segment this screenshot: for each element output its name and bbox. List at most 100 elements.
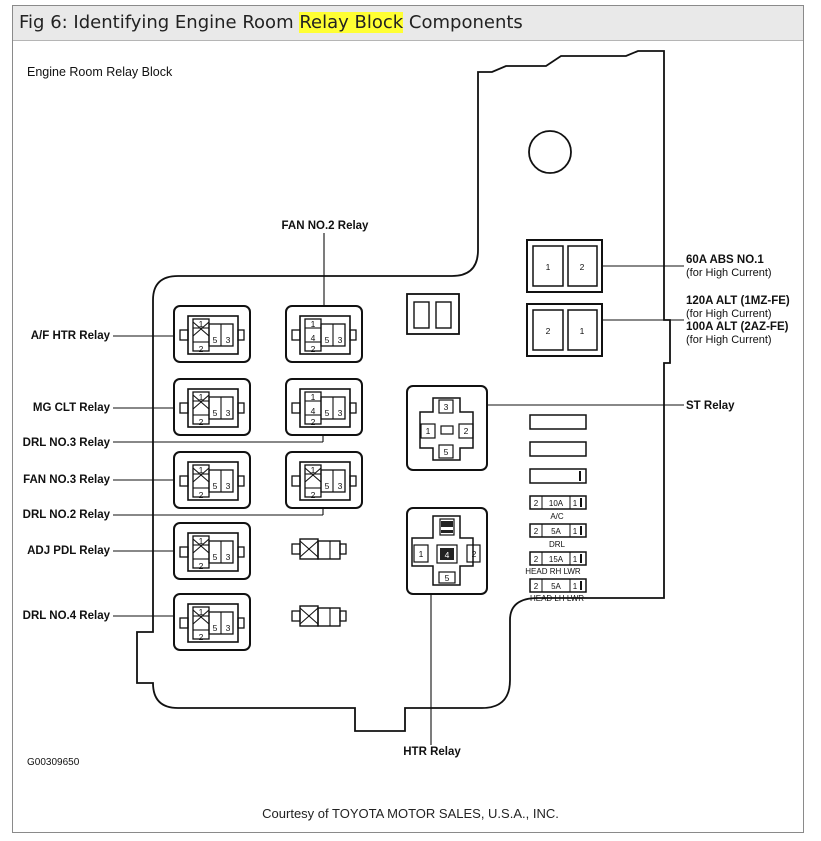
fuse-a-c: 2 10A 1 A/C	[529, 495, 587, 521]
svg-text:2: 2	[199, 344, 204, 354]
svg-text:1: 1	[311, 319, 316, 329]
svg-text:1: 1	[573, 555, 578, 564]
label-adj-pdl-relay: ADJ PDL Relay	[27, 545, 110, 557]
label-alt-1mz: 120A ALT (1MZ-FE)	[686, 295, 790, 307]
st-relay: 3 1 2 5	[406, 385, 488, 471]
relay-x-marks	[192, 321, 322, 625]
svg-text:5: 5	[325, 408, 330, 418]
label-abs-no1: 60A ABS NO.1	[686, 254, 764, 266]
relay-socket-empty-2	[291, 605, 347, 627]
svg-text:3: 3	[226, 335, 231, 345]
label-alt-1mz-sub: (for High Current)	[686, 308, 772, 320]
fan-no2-relay	[285, 305, 363, 363]
svg-text:1: 1	[580, 326, 585, 336]
svg-text:4: 4	[311, 333, 316, 343]
svg-text:5A: 5A	[551, 582, 561, 591]
label-af-htr-relay: A/F HTR Relay	[31, 330, 111, 342]
figure-frame: Fig 6: Identifying Engine Room Relay Blo…	[12, 5, 804, 833]
svg-text:3: 3	[226, 481, 231, 491]
af-htr-relay	[173, 305, 251, 363]
svg-text:1: 1	[199, 607, 204, 617]
svg-text:5: 5	[444, 447, 449, 457]
svg-text:5: 5	[213, 552, 218, 562]
svg-text:A/C: A/C	[550, 512, 564, 521]
figure-title: Fig 6: Identifying Engine Room Relay Blo…	[19, 12, 523, 33]
mounting-hole	[528, 130, 572, 174]
fuse-drl: 2 5A 1 DRL	[529, 523, 587, 549]
svg-text:2: 2	[580, 262, 585, 272]
svg-text:3: 3	[338, 408, 343, 418]
svg-text:1: 1	[311, 392, 316, 402]
relay-block-housing	[136, 50, 671, 732]
svg-text:3: 3	[226, 552, 231, 562]
svg-text:DRL: DRL	[549, 540, 566, 549]
alt-fusible-link: 2 1	[526, 303, 603, 357]
svg-text:3: 3	[226, 408, 231, 418]
svg-text:5: 5	[213, 408, 218, 418]
label-drl-no2-relay: DRL NO.2 Relay	[23, 509, 111, 521]
svg-text:2: 2	[534, 527, 539, 536]
svg-text:15A: 15A	[549, 555, 564, 564]
adj-pdl-relay	[173, 522, 251, 580]
svg-text:5: 5	[325, 335, 330, 345]
svg-text:2: 2	[311, 417, 316, 427]
svg-text:1: 1	[199, 536, 204, 546]
title-bar: Fig 6: Identifying Engine Room Relay Blo…	[13, 6, 803, 41]
svg-text:2: 2	[199, 632, 204, 642]
svg-text:1: 1	[199, 319, 204, 329]
credit-line: Courtesy of TOYOTA MOTOR SALES, U.S.A., …	[262, 806, 559, 821]
drl-no2-relay	[285, 451, 363, 509]
svg-text:2: 2	[311, 344, 316, 354]
label-mg-clt-relay: MG CLT Relay	[33, 402, 111, 414]
drl-no4-relay	[173, 593, 251, 651]
svg-text:3: 3	[226, 623, 231, 633]
fuse-head-rh-lwr: 2 15A 1 HEAD RH LWR	[525, 551, 587, 576]
svg-text:1: 1	[546, 262, 551, 272]
svg-text:2: 2	[546, 326, 551, 336]
label-abs-no1-sub: (for High Current)	[686, 267, 772, 279]
fuse-head-lh-lwr: 2 5A 1 HEAD LH LWR	[529, 578, 587, 603]
label-alt-2az-sub: (for High Current)	[686, 334, 772, 346]
label-fan-no3-relay: FAN NO.3 Relay	[23, 474, 111, 486]
svg-text:5: 5	[325, 481, 330, 491]
svg-text:HEAD RH LWR: HEAD RH LWR	[525, 567, 581, 576]
svg-text:2: 2	[199, 417, 204, 427]
svg-text:4: 4	[311, 406, 316, 416]
svg-text:HEAD LH LWR: HEAD LH LWR	[530, 594, 584, 603]
svg-text:2: 2	[472, 549, 477, 559]
abs-fusible-link: 1 2	[526, 239, 603, 293]
svg-text:5: 5	[213, 623, 218, 633]
label-drl-no3-relay: DRL NO.3 Relay	[23, 437, 111, 449]
svg-text:2: 2	[311, 490, 316, 500]
svg-text:5: 5	[213, 481, 218, 491]
fan-no3-relay	[173, 451, 251, 509]
svg-text:2: 2	[199, 561, 204, 571]
svg-text:1: 1	[573, 527, 578, 536]
label-drl-no4-relay: DRL NO.4 Relay	[23, 610, 111, 622]
svg-text:3: 3	[338, 481, 343, 491]
title-prefix: Fig 6: Identifying Engine Room	[19, 12, 300, 33]
svg-text:2: 2	[534, 499, 539, 508]
diagram-title: Engine Room Relay Block	[27, 65, 173, 79]
svg-text:10A: 10A	[549, 499, 564, 508]
svg-text:2: 2	[464, 426, 469, 436]
svg-text:5: 5	[213, 335, 218, 345]
label-alt-2az: 100A ALT (2AZ-FE)	[686, 321, 789, 333]
drl-no3-relay	[285, 378, 363, 436]
title-highlight: Relay Block	[299, 12, 404, 33]
figure-code: G00309650	[27, 757, 80, 768]
leader-lines	[113, 233, 684, 745]
spare-slot	[406, 293, 460, 335]
htr-relay: 1 4 2 5	[406, 507, 488, 595]
svg-text:5: 5	[445, 573, 450, 583]
svg-text:2: 2	[534, 582, 539, 591]
mg-clt-relay	[173, 378, 251, 436]
label-fan-no2-relay: FAN NO.2 Relay	[282, 220, 370, 232]
svg-text:3: 3	[444, 402, 449, 412]
spare-fuse-slots	[529, 414, 587, 484]
svg-text:1: 1	[199, 465, 204, 475]
title-suffix: Components	[403, 12, 523, 33]
svg-text:1: 1	[199, 392, 204, 402]
